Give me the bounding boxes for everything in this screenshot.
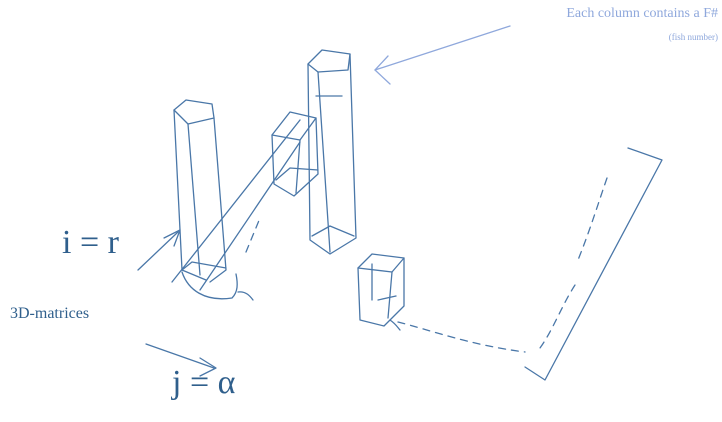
plane-hidden-edge-right xyxy=(577,177,608,261)
plane-front-edge xyxy=(397,321,526,353)
i-axis-arrow-line xyxy=(137,231,179,271)
annotation-title: Each column contains a F# xyxy=(566,6,718,21)
column-lower-small xyxy=(357,253,405,331)
annotation-leader-line xyxy=(374,25,511,71)
matrices-label: 3D-matrices xyxy=(10,305,90,322)
annotation-arrowhead xyxy=(374,55,391,85)
annotation-subtitle: (fish number) xyxy=(668,32,718,42)
plane-hidden-edge-left xyxy=(245,217,261,253)
j-axis-arrow-line xyxy=(145,343,215,369)
plane-left-edge xyxy=(171,119,301,283)
plane-right-edge xyxy=(524,147,663,381)
j-axis-label: j = α xyxy=(172,364,236,401)
column-middle-small xyxy=(271,111,319,197)
j-axis-arrowhead xyxy=(199,357,217,377)
diagonal-guide-line xyxy=(199,141,301,291)
column-base-curl xyxy=(237,291,254,301)
i-axis-label: i = r xyxy=(62,224,119,261)
column-left-tall xyxy=(173,99,238,300)
column-right-tall xyxy=(307,49,357,255)
i-axis-arrowhead xyxy=(163,229,181,247)
plane-hidden-edge-right-lower xyxy=(539,284,576,349)
